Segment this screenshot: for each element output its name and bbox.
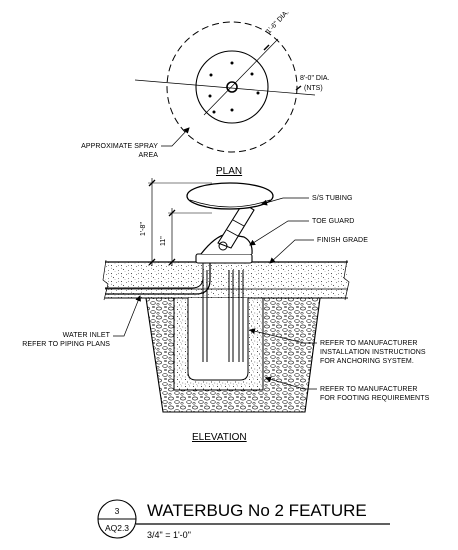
nozzle-holes bbox=[208, 61, 260, 114]
callout-toe-guard: TOE GUARD bbox=[312, 218, 354, 225]
spray-leader bbox=[161, 127, 190, 147]
plan-dim-nts: (NTS) bbox=[304, 85, 323, 92]
title-block: 3 AQ2.3 WATERBUG No 2 FEATURE 3/4" = 1'-… bbox=[97, 499, 390, 540]
waterbug-cap bbox=[186, 182, 274, 210]
base-plate bbox=[195, 253, 253, 264]
dim-inner: 11" bbox=[160, 236, 167, 246]
callout-anchoring-1: REFER TO MANUFACTURER bbox=[320, 340, 418, 347]
callout-footing-2: FOR FOOTING REQUIREMENTS bbox=[320, 395, 430, 402]
large-dia-tick bbox=[295, 85, 302, 91]
callout-footing-1: REFER TO MANUFACTURER bbox=[320, 386, 418, 393]
plan-dim-large: 8'-0" DIA. bbox=[300, 75, 330, 82]
slab-break-right bbox=[343, 259, 350, 301]
dim-overall: 1'-8" bbox=[140, 222, 147, 236]
callout-anchoring-3: FOR ANCHORING SYSTEM. bbox=[320, 358, 414, 365]
concrete-slab bbox=[105, 262, 348, 298]
small-diameter-line bbox=[203, 38, 279, 116]
spray-area-label-1: APPROXIMATE SPRAY bbox=[81, 143, 158, 150]
plan-view: 1'-6" DIA. 8'-0" DIA. (NTS) APPROXIMATE … bbox=[81, 9, 329, 177]
dim-overall-ticks bbox=[148, 179, 156, 266]
callout-finish-grade: FINISH GRADE bbox=[317, 237, 368, 244]
callout-water-inlet-1: WATER INLET bbox=[63, 332, 111, 339]
drawing-scale: 3/4" = 1'-0" bbox=[147, 530, 191, 540]
leader-ss-tubing bbox=[261, 197, 309, 206]
callout-anchoring-2: INSTALLATION INSTRUCTIONS bbox=[320, 349, 426, 356]
leader-finish-grade bbox=[269, 239, 314, 264]
water-inlet-pipe bbox=[105, 262, 211, 295]
water-inlet-pipe-inner bbox=[105, 262, 204, 289]
leader-footing bbox=[265, 376, 317, 390]
sheet-number: AQ2.3 bbox=[105, 523, 129, 533]
slab-break-left bbox=[102, 259, 109, 301]
dim-inner-ticks bbox=[168, 209, 176, 266]
plan-title: PLAN bbox=[216, 166, 242, 177]
spray-area-circle bbox=[166, 21, 298, 153]
large-diameter-line bbox=[134, 79, 316, 96]
plan-dim-small: 1'-6" DIA. bbox=[265, 9, 290, 35]
leader-water-inlet bbox=[113, 295, 141, 337]
center-nozzle bbox=[226, 81, 238, 93]
ss-tubing-stem bbox=[217, 202, 255, 251]
anchor-bolts bbox=[202, 270, 244, 362]
callout-ss-tubing: S/S TUBING bbox=[312, 195, 353, 202]
leader-toe-guard bbox=[249, 220, 309, 246]
callout-water-inlet-2: REFER TO PIPING PLANS bbox=[22, 341, 110, 348]
elevation-title: ELEVATION bbox=[192, 432, 247, 443]
sheet-title: WATERBUG No 2 FEATURE bbox=[147, 501, 367, 520]
spray-area-label-2: AREA bbox=[139, 152, 159, 159]
detail-number: 3 bbox=[115, 506, 120, 516]
elevation-view: 1'-8" 11" S/S TUBING TOE GUARD FINISH GR… bbox=[22, 178, 429, 443]
leader-anchoring bbox=[249, 328, 317, 344]
feature-circle bbox=[195, 50, 269, 124]
small-dia-tick bbox=[263, 44, 270, 51]
